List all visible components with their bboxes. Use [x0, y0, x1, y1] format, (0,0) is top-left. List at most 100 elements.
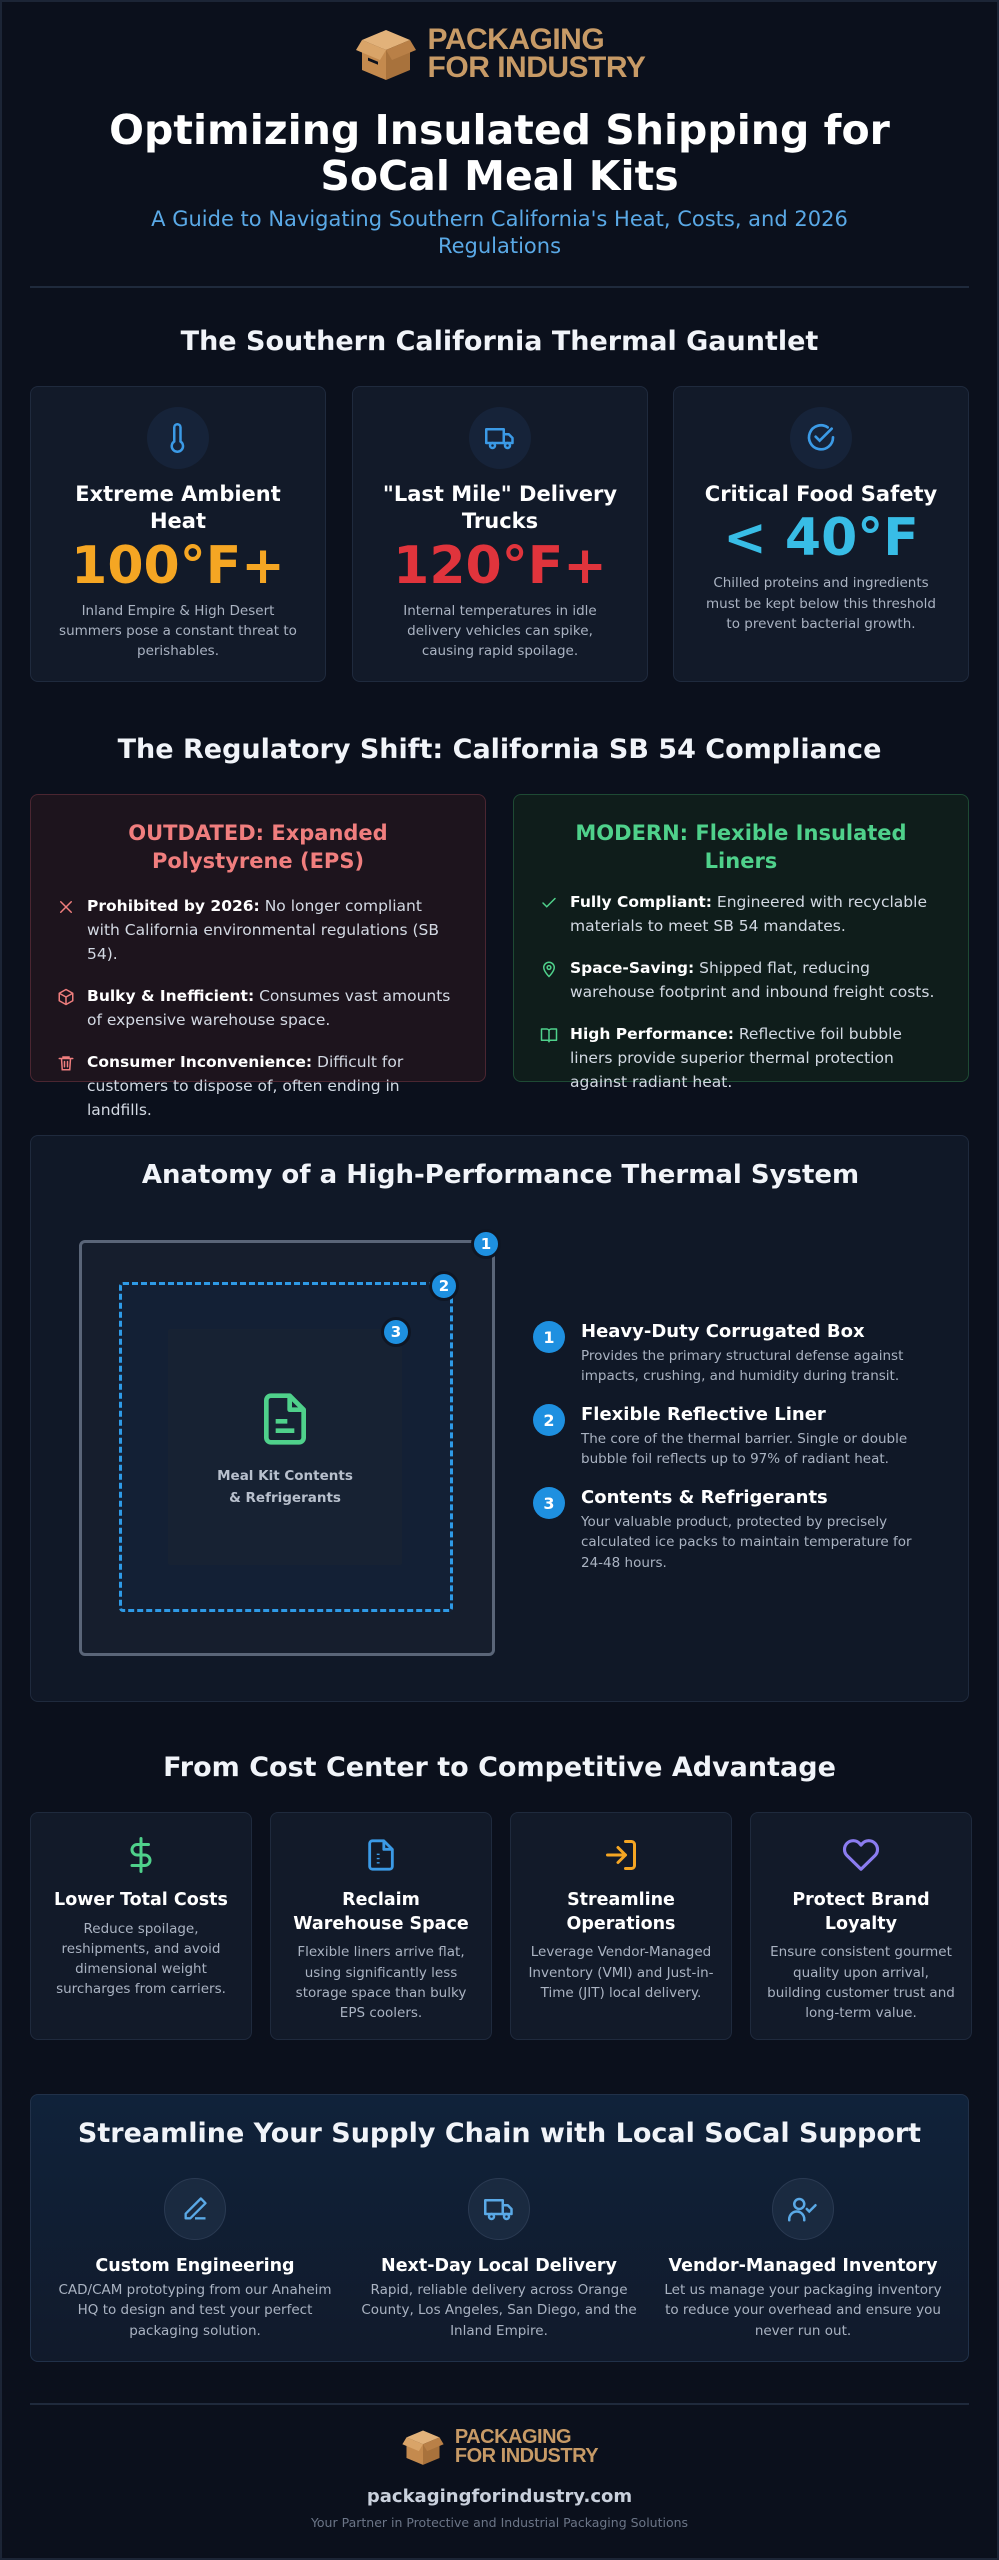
anatomy-section-title: Anatomy of a High-Performance Thermal Sy…: [141, 1160, 860, 1190]
modern-title: MODERN: Flexible Insulated Liners: [575, 821, 907, 874]
advantage-section-title: From Cost Center to Competitive Advantag…: [163, 1752, 836, 1783]
log-in-icon: [606, 1840, 636, 1870]
book-icon: [540, 1028, 558, 1043]
page-title: Optimizing Insulated Shipping for SoCal …: [109, 106, 890, 200]
anatomy-heading: Heavy-Duty Corrugated Box: [581, 1321, 865, 1342]
footer-logo[interactable]: PACKAGING FOR INDUSTRY: [0, 2426, 999, 2468]
list-item: Space-Saving: Shipped flat, reducing war…: [540, 956, 942, 1004]
thermal-desc: Chilled proteins and ingredients must be…: [705, 575, 936, 632]
contents-layer: Meal Kit Contents & Refrigerants: [168, 1329, 402, 1565]
anatomy-panel: Anatomy of a High-Performance Thermal Sy…: [30, 1135, 969, 1702]
supply-col-vmi: Vendor-Managed Inventory Let us manage y…: [658, 2178, 948, 2341]
document-icon: [264, 1393, 306, 1445]
footer-tagline: Your Partner in Protective and Industria…: [310, 2515, 689, 2530]
anatomy-item-2: 2 Flexible Reflective Liner The core of …: [533, 1404, 933, 1470]
advantage-card-operations: Streamline Operations Leverage Vendor-Ma…: [510, 1812, 732, 2040]
box-logo-icon: [355, 30, 416, 80]
supply-col-engineering: Custom Engineering CAD/CAM prototyping f…: [50, 2178, 340, 2341]
box-icon: [58, 988, 74, 1005]
thermal-heading: Extreme Ambient Heat: [75, 482, 281, 534]
supply-heading: Custom Engineering: [95, 2256, 295, 2276]
diagram-badge-3: 3: [381, 1317, 411, 1347]
advantage-heading: Protect Brand Loyalty: [792, 1890, 930, 1934]
thermal-card-heat: Extreme Ambient Heat 100°F+ Inland Empir…: [30, 386, 326, 682]
list-item: Bulky & Inefficient: Consumes vast amoun…: [57, 984, 459, 1032]
outdated-eps-card: OUTDATED: Expanded Polystyrene (EPS) Pro…: [30, 794, 486, 1119]
supply-section-title: Streamline Your Supply Chain with Local …: [77, 2118, 922, 2149]
truck-icon: [469, 407, 531, 469]
item-text: Difficult for customers to dispose of, o…: [87, 1052, 404, 1119]
list-item: Consumer Inconvenience: Difficult for cu…: [57, 1050, 459, 1122]
item-bold: Bulky & Inefficient:: [87, 986, 255, 1005]
item-bold: Consumer Inconvenience:: [87, 1052, 313, 1071]
anatomy-item-1: 1 Heavy-Duty Corrugated Box Provides the…: [533, 1321, 933, 1387]
advantage-desc: Ensure consistent gourmet quality upon a…: [767, 1944, 955, 2021]
brand-line-2: FOR INDUSTRY: [454, 2445, 599, 2467]
footer-website-link[interactable]: packagingforindustry.com: [366, 2486, 633, 2507]
brand-name: PACKAGING FOR INDUSTRY: [427, 22, 646, 84]
x-icon: [60, 900, 72, 913]
thermal-value: < 40°F: [723, 508, 919, 569]
advantage-desc: Reduce spoilage, reshipments, and avoid …: [56, 1920, 226, 1998]
advantage-desc: Flexible liners arrive flat, using signi…: [295, 1944, 467, 2021]
brand-line-2: FOR INDUSTRY: [427, 51, 646, 84]
file-icon: [368, 1839, 394, 1871]
anatomy-number: 2: [533, 1404, 565, 1436]
anatomy-item-3: 3 Contents & Refrigerants Your valuable …: [533, 1487, 933, 1573]
advantage-heading: Reclaim Warehouse Space: [293, 1890, 469, 1934]
divider: [30, 286, 969, 288]
item-text: Shipped flat, reducing warehouse footpri…: [570, 958, 935, 1001]
thermal-section-title: The Southern California Thermal Gauntlet: [180, 326, 819, 357]
supply-desc: CAD/CAM prototyping from our Anaheim HQ …: [58, 2282, 332, 2339]
thermal-value: 100°F+: [71, 535, 285, 596]
dollar-icon: [130, 1837, 152, 1873]
advantage-card-space: Reclaim Warehouse Space Flexible liners …: [270, 1812, 492, 2040]
item-text: Reflective foil bubble liners provide su…: [570, 1024, 902, 1091]
page-subtitle: A Guide to Navigating Southern Californi…: [151, 207, 848, 259]
item-bold: Prohibited by 2026:: [87, 896, 260, 915]
list-item: High Performance: Reflective foil bubble…: [540, 1022, 942, 1094]
brand-name: PACKAGING FOR INDUSTRY: [454, 2426, 599, 2467]
thermal-card-safety: Critical Food Safety < 40°F Chilled prot…: [673, 386, 969, 682]
regulatory-section-title: The Regulatory Shift: California SB 54 C…: [117, 734, 882, 765]
thermal-desc: Internal temperatures in idle delivery v…: [403, 602, 597, 660]
anatomy-number: 1: [533, 1321, 565, 1353]
user-check-icon: [772, 2178, 834, 2240]
supply-heading: Next-Day Local Delivery: [381, 2256, 617, 2276]
anatomy-desc: The core of the thermal barrier. Single …: [581, 1431, 908, 1468]
anatomy-desc: Provides the primary structural defense …: [581, 1348, 904, 1385]
advantage-card-loyalty: Protect Brand Loyalty Ensure consistent …: [750, 1812, 972, 2040]
thermal-desc: Inland Empire & High Desert summers pose…: [59, 602, 297, 660]
supply-col-delivery: Next-Day Local Delivery Rapid, reliable …: [354, 2178, 644, 2341]
list-item: Fully Compliant: Engineered with recycla…: [540, 890, 942, 938]
advantage-heading: Lower Total Costs: [54, 1890, 228, 1910]
brand-line-1: PACKAGING: [427, 22, 605, 56]
modern-liners-card: MODERN: Flexible Insulated Liners Fully …: [513, 794, 969, 1091]
brand-line-1: PACKAGING: [454, 2426, 572, 2448]
trash-icon: [58, 1056, 74, 1071]
header-logo[interactable]: PACKAGING FOR INDUSTRY: [0, 24, 999, 84]
item-text: No longer compliant with California envi…: [87, 896, 440, 963]
advantage-card-costs: Lower Total Costs Reduce spoilage, reshi…: [30, 1812, 252, 2040]
item-text: Engineered with recyclable materials to …: [570, 892, 927, 935]
diagram-label-line-1: Meal Kit Contents: [217, 1468, 353, 1484]
thermal-card-trucks: "Last Mile" Delivery Trucks 120°F+ Inter…: [352, 386, 648, 682]
pen-icon: [164, 2178, 226, 2240]
thermal-heading: Critical Food Safety: [704, 482, 938, 506]
diagram-badge-1: 1: [471, 1229, 501, 1259]
box-logo-icon: [402, 2430, 444, 2465]
supply-heading: Vendor-Managed Inventory: [668, 2256, 938, 2276]
footer-divider: [30, 2403, 969, 2405]
item-bold: Fully Compliant:: [570, 892, 712, 911]
map-pin-icon: [542, 961, 556, 978]
advantage-heading: Streamline Operations: [566, 1890, 676, 1934]
item-text: Consumes vast amounts of expensive wareh…: [87, 986, 451, 1029]
item-bold: Space-Saving:: [570, 958, 695, 977]
supply-desc: Let us manage your packaging inventory t…: [664, 2282, 942, 2339]
list-item: Prohibited by 2026: No longer compliant …: [57, 894, 459, 966]
thermal-heading: "Last Mile" Delivery Trucks: [382, 482, 618, 534]
item-bold: High Performance:: [570, 1024, 734, 1043]
diagram-badge-2: 2: [429, 1271, 459, 1301]
check-icon: [542, 897, 556, 908]
thermal-value: 120°F+: [393, 535, 607, 596]
